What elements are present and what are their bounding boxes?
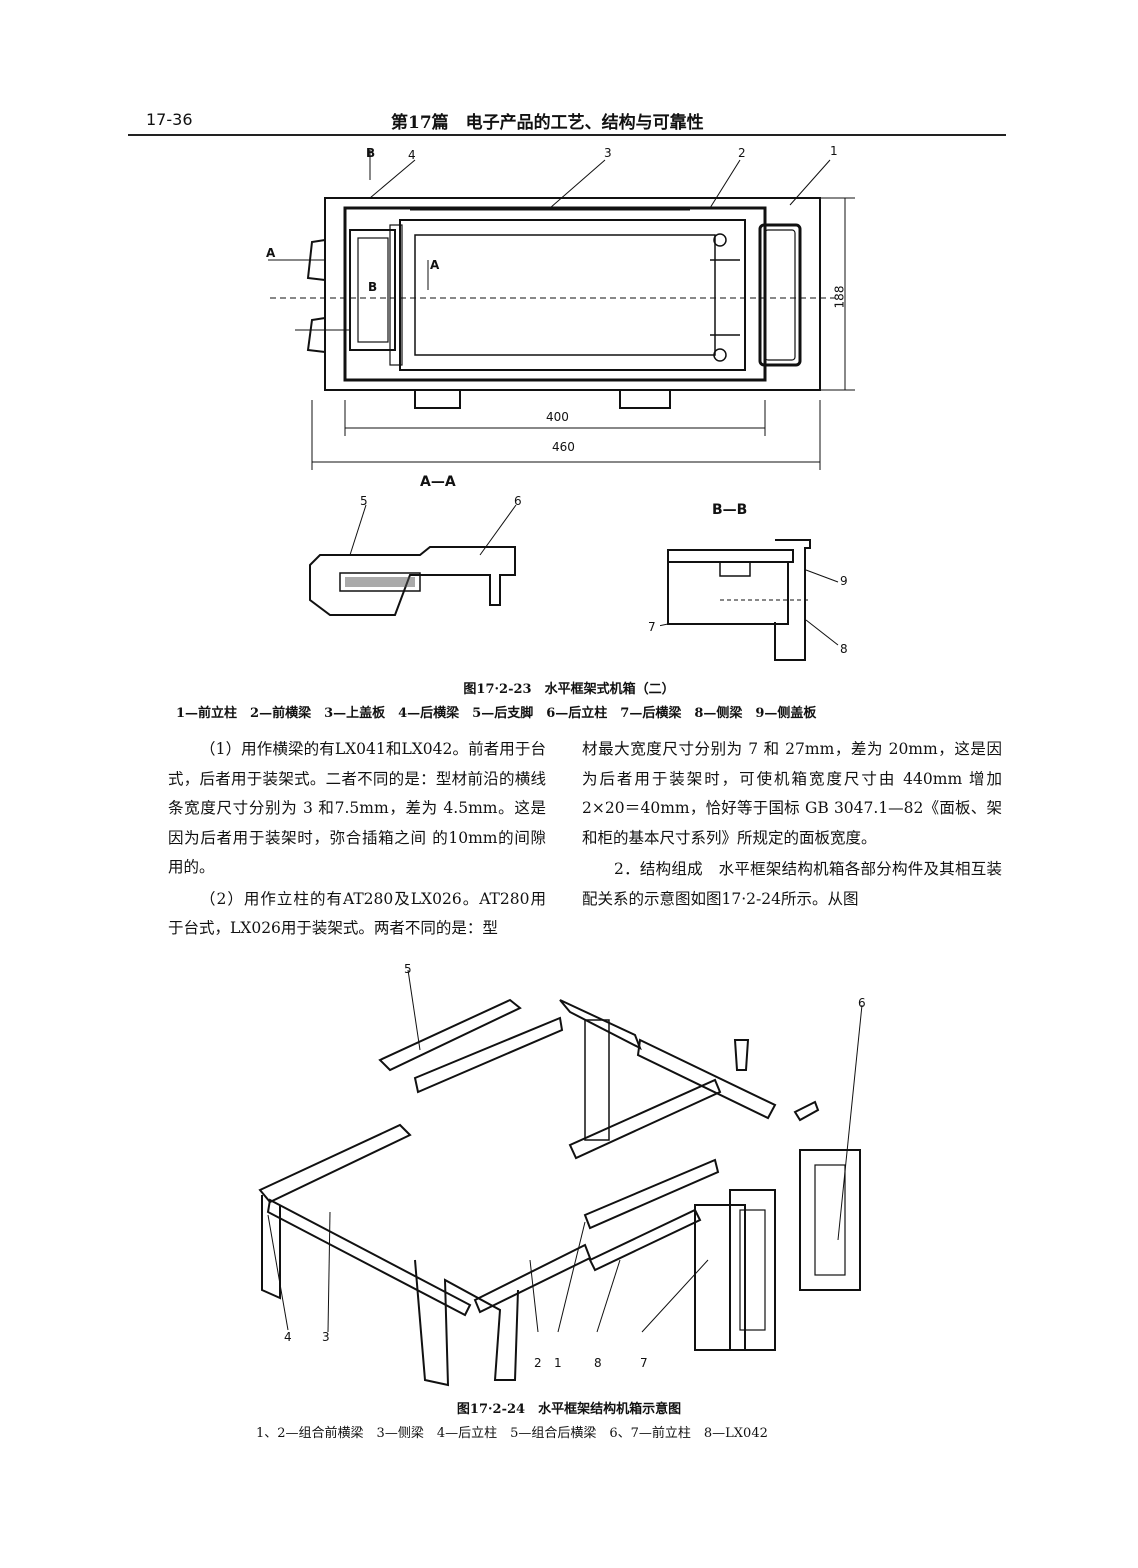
figure-17-2-24-legend: 1、2—组合前横梁 3—侧梁 4—后立柱 5—组合后横梁 6、7—前立柱 8—L… — [256, 1426, 768, 1441]
body-left-column: （1）用作横梁的有LX041和LX042。前者用于台式，后者用于装架式。二者不同… — [168, 735, 546, 944]
bb-callout-7: 7 — [648, 620, 656, 634]
fig2-callout-4: 4 — [284, 1330, 292, 1344]
fig2-callout-1: 1 — [554, 1356, 562, 1370]
callout-1: 1 — [830, 144, 838, 158]
figure-17-2-24-drawing — [258, 969, 863, 1387]
header-rule — [128, 134, 1006, 136]
paragraph-column: （2）用作立柱的有AT280及LX026。AT280用于台式，LX026用于装架… — [168, 889, 546, 938]
fig2-callout-2: 2 — [534, 1356, 542, 1370]
figure-17-2-23-legend: 1—前立柱 2—前横梁 3—上盖板 4—后横梁 5—后支脚 6—后立柱 7—后横… — [176, 706, 817, 721]
bb-callout-9: 9 — [840, 574, 848, 588]
callout-4: 4 — [408, 148, 416, 162]
aa-callout-5: 5 — [360, 494, 368, 508]
dimension-height: 188 — [832, 285, 847, 309]
section-aa-drawing — [309, 504, 517, 616]
section-aa-title: A—A — [420, 474, 456, 490]
callout-3: 3 — [604, 146, 612, 160]
figure-17-2-23-caption: 图17·2-23 水平框架式机箱（二） — [463, 682, 675, 697]
fig2-callout-8: 8 — [594, 1356, 602, 1370]
section-mark-a-inner: A — [430, 258, 440, 272]
fig2-callout-3: 3 — [322, 1330, 330, 1344]
dimension-inner-length: 400 — [546, 410, 569, 424]
section-mark-b-top: B — [366, 146, 376, 160]
fig2-callout-6: 6 — [858, 996, 866, 1010]
body-right-column: 材最大宽度尺寸分别为 7 和 27mm，差为 20mm，这是因为后者用于装架时，… — [582, 735, 1002, 914]
section-mark-b-inner: B — [368, 280, 378, 294]
figure-17-2-23-drawing — [268, 150, 855, 470]
bb-callout-8: 8 — [840, 642, 848, 656]
aa-callout-6: 6 — [514, 494, 522, 508]
paragraph-width-continued: 材最大宽度尺寸分别为 7 和 27mm，差为 20mm，这是因为后者用于装架时，… — [582, 740, 1002, 847]
section-mark-a-left: A — [266, 246, 276, 260]
figure-17-2-24-caption: 图17·2-24 水平框架结构机箱示意图 — [456, 1402, 682, 1417]
chapter-title: 第17篇 电子产品的工艺、结构与可靠性 — [391, 113, 704, 133]
section-bb-title: B—B — [712, 502, 748, 518]
callout-2: 2 — [738, 146, 746, 160]
dimension-total-length: 460 — [552, 440, 575, 454]
fig2-callout-5: 5 — [404, 962, 412, 976]
page-number: 17-36 — [146, 110, 193, 129]
section-bb-drawing — [660, 539, 839, 661]
paragraph-structure: 2．结构组成 水平框架结构机箱各部分构件及其相互装配关系的示意图如图17·2-2… — [582, 860, 1002, 908]
fig2-callout-7: 7 — [640, 1356, 648, 1370]
paragraph-crossbeam: （1）用作横梁的有LX041和LX042。前者用于台式，后者用于装架式。二者不同… — [168, 740, 546, 876]
